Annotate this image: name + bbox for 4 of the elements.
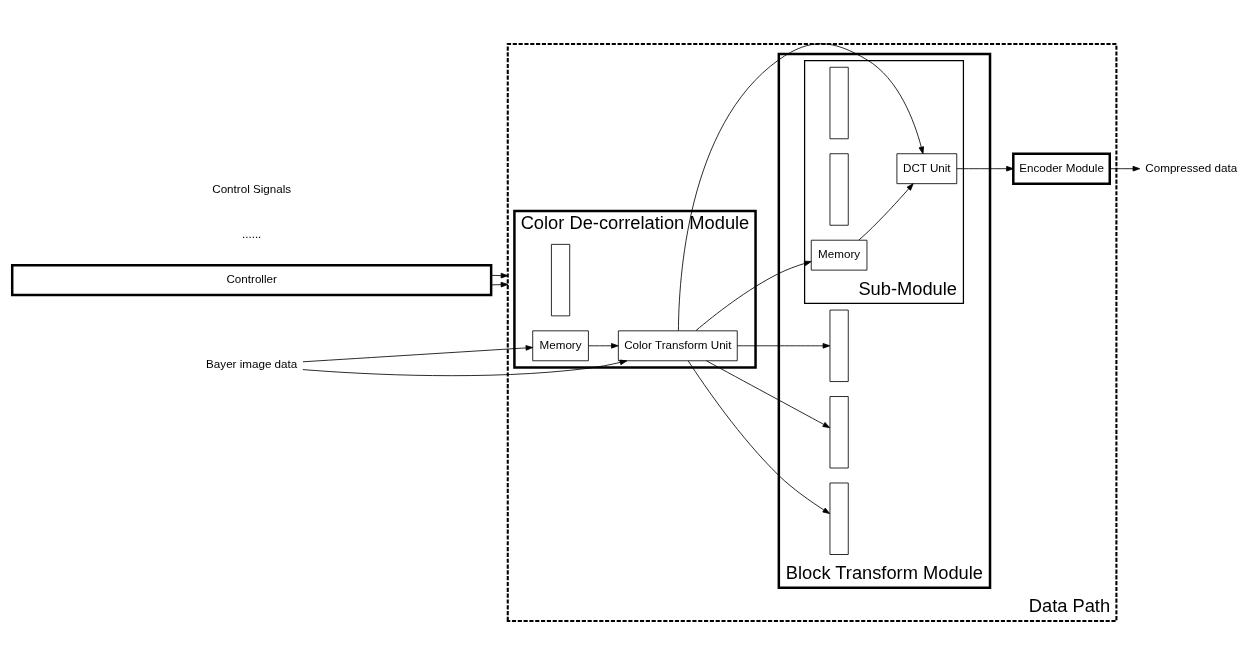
node-text: Compressed data bbox=[1145, 160, 1238, 174]
label: Control Signals bbox=[212, 182, 292, 196]
node-text: Bayer image data bbox=[206, 357, 298, 370]
label: ...... bbox=[241, 227, 262, 241]
